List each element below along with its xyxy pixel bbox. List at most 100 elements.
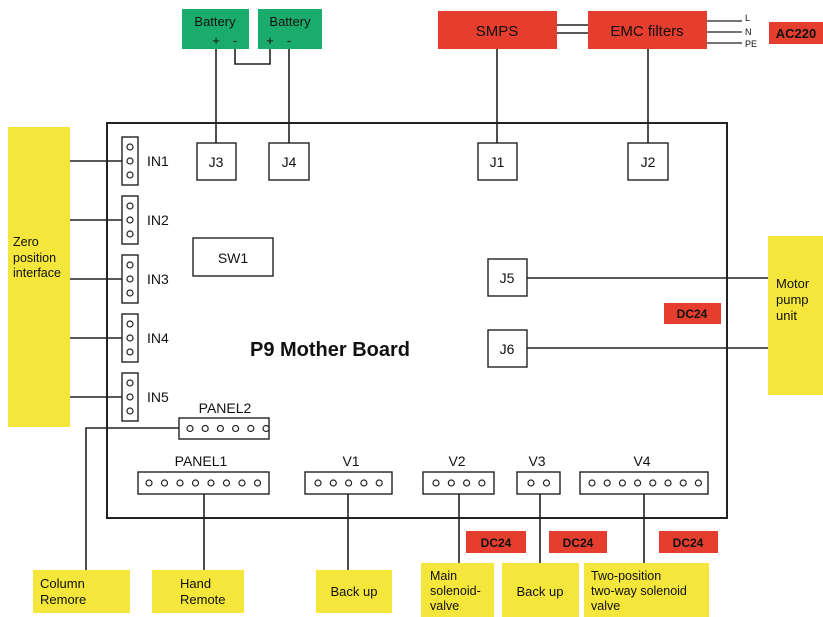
pin	[126, 143, 134, 151]
two-position-label-3: valve	[591, 599, 620, 613]
dc24-v3-tag: DC24	[549, 531, 607, 553]
line-l-label: L	[745, 13, 750, 23]
pin	[588, 479, 596, 487]
board-title: P9 Mother Board	[250, 339, 410, 361]
pin	[191, 479, 200, 487]
switch-sw1: SW1	[192, 237, 274, 277]
battery-2: Battery + -	[258, 9, 322, 49]
dc24-v2-tag: DC24	[466, 531, 526, 553]
ac220-tag: AC220	[769, 22, 823, 44]
input-header-3: IN3	[70, 254, 169, 304]
pin	[126, 216, 134, 224]
battery-2-label: Battery	[269, 14, 311, 29]
connector-j2: J2	[627, 142, 669, 181]
v1-label: V1	[342, 453, 359, 469]
two-position-label-2: two-way solenoid	[591, 584, 687, 598]
main-valve-label-1: Main	[430, 569, 457, 583]
motor-pump-unit: Motor pump unit	[768, 236, 823, 395]
v1-header	[304, 471, 393, 495]
pin	[207, 479, 215, 487]
v2-label: V2	[448, 453, 465, 469]
pin	[542, 479, 551, 487]
emc-filters-label: EMC filters	[610, 23, 683, 40]
two-position-valve-box: Two-position two-way solenoid valve	[584, 563, 709, 617]
pin	[222, 479, 231, 487]
main-valve-label-3: valve	[430, 599, 459, 613]
pin	[126, 171, 134, 179]
connector-j6: J6	[487, 329, 528, 368]
backup-v3-box: Back up	[502, 563, 579, 617]
v3-label: V3	[528, 453, 545, 469]
input-header-4: IN4	[70, 313, 169, 363]
battery-series-link	[234, 49, 271, 65]
pin	[447, 479, 455, 487]
battery-1-label: Battery	[194, 14, 236, 29]
dc24-motor-tag: DC24	[664, 303, 721, 324]
panel1-label: PANEL1	[175, 453, 228, 469]
main-valve-label-2: solenoid-	[430, 584, 481, 598]
backup-v3-label: Back up	[517, 584, 564, 599]
dc24-v3-label: DC24	[563, 536, 594, 550]
column-label-1: Column	[40, 576, 85, 591]
pin	[126, 261, 134, 269]
sw1-label: SW1	[218, 250, 249, 266]
pin	[694, 479, 703, 487]
pin	[345, 479, 353, 487]
pin	[633, 479, 642, 487]
j5-label: J5	[500, 270, 515, 286]
dc24-v4-tag: DC24	[659, 531, 718, 553]
battery-1: Battery + -	[182, 9, 249, 49]
pin	[126, 334, 134, 342]
battery-1-plus: +	[212, 33, 220, 48]
pin	[126, 320, 134, 328]
pin	[126, 407, 134, 415]
pin	[432, 479, 440, 487]
pin	[360, 479, 368, 487]
battery-1-minus: -	[233, 33, 237, 48]
connector-j3: J3	[196, 142, 237, 181]
panel2-label: PANEL2	[199, 400, 252, 416]
pin	[329, 479, 337, 487]
input-header-2: IN2	[70, 195, 169, 245]
dc24-motor-label: DC24	[677, 307, 708, 321]
pin	[160, 479, 169, 487]
input-header-label-5: IN5	[147, 389, 169, 405]
pin	[126, 275, 134, 283]
motor-label-3: unit	[776, 308, 797, 323]
hand-label-2: Remote	[180, 592, 226, 607]
line-n-label: N	[745, 27, 752, 37]
emc-filters-block: EMC filters	[588, 11, 707, 49]
battery-2-minus: -	[287, 33, 291, 48]
pin	[649, 479, 657, 487]
hand-label-1: Hand	[180, 576, 211, 591]
smps-block: SMPS	[438, 11, 557, 49]
motor-label-1: Motor	[776, 276, 810, 291]
input-header-5: IN5	[70, 372, 169, 422]
connector-j4: J4	[268, 142, 310, 181]
j3-label: J3	[209, 154, 224, 170]
v4-header	[579, 471, 709, 495]
pin	[238, 479, 246, 487]
battery-2-plus: +	[266, 33, 274, 48]
pin	[314, 479, 322, 487]
pin	[126, 202, 134, 210]
v2-header	[422, 471, 495, 495]
pin	[463, 479, 471, 487]
zero-label-3: interface	[13, 266, 61, 280]
input-header-label-3: IN3	[147, 271, 169, 287]
panel1-header	[137, 471, 270, 495]
zero-label-2: position	[13, 251, 56, 265]
pin	[126, 157, 134, 165]
dc24-v2-label: DC24	[481, 536, 512, 550]
pin	[664, 479, 672, 487]
input-header-1: IN1	[70, 136, 169, 186]
pin	[262, 424, 270, 433]
column-remote-box: Column Remore	[33, 570, 130, 613]
pin	[375, 479, 383, 487]
header-body	[579, 471, 709, 495]
pin	[253, 479, 262, 487]
motor-label-2: pump	[776, 292, 809, 307]
pin	[186, 424, 194, 433]
